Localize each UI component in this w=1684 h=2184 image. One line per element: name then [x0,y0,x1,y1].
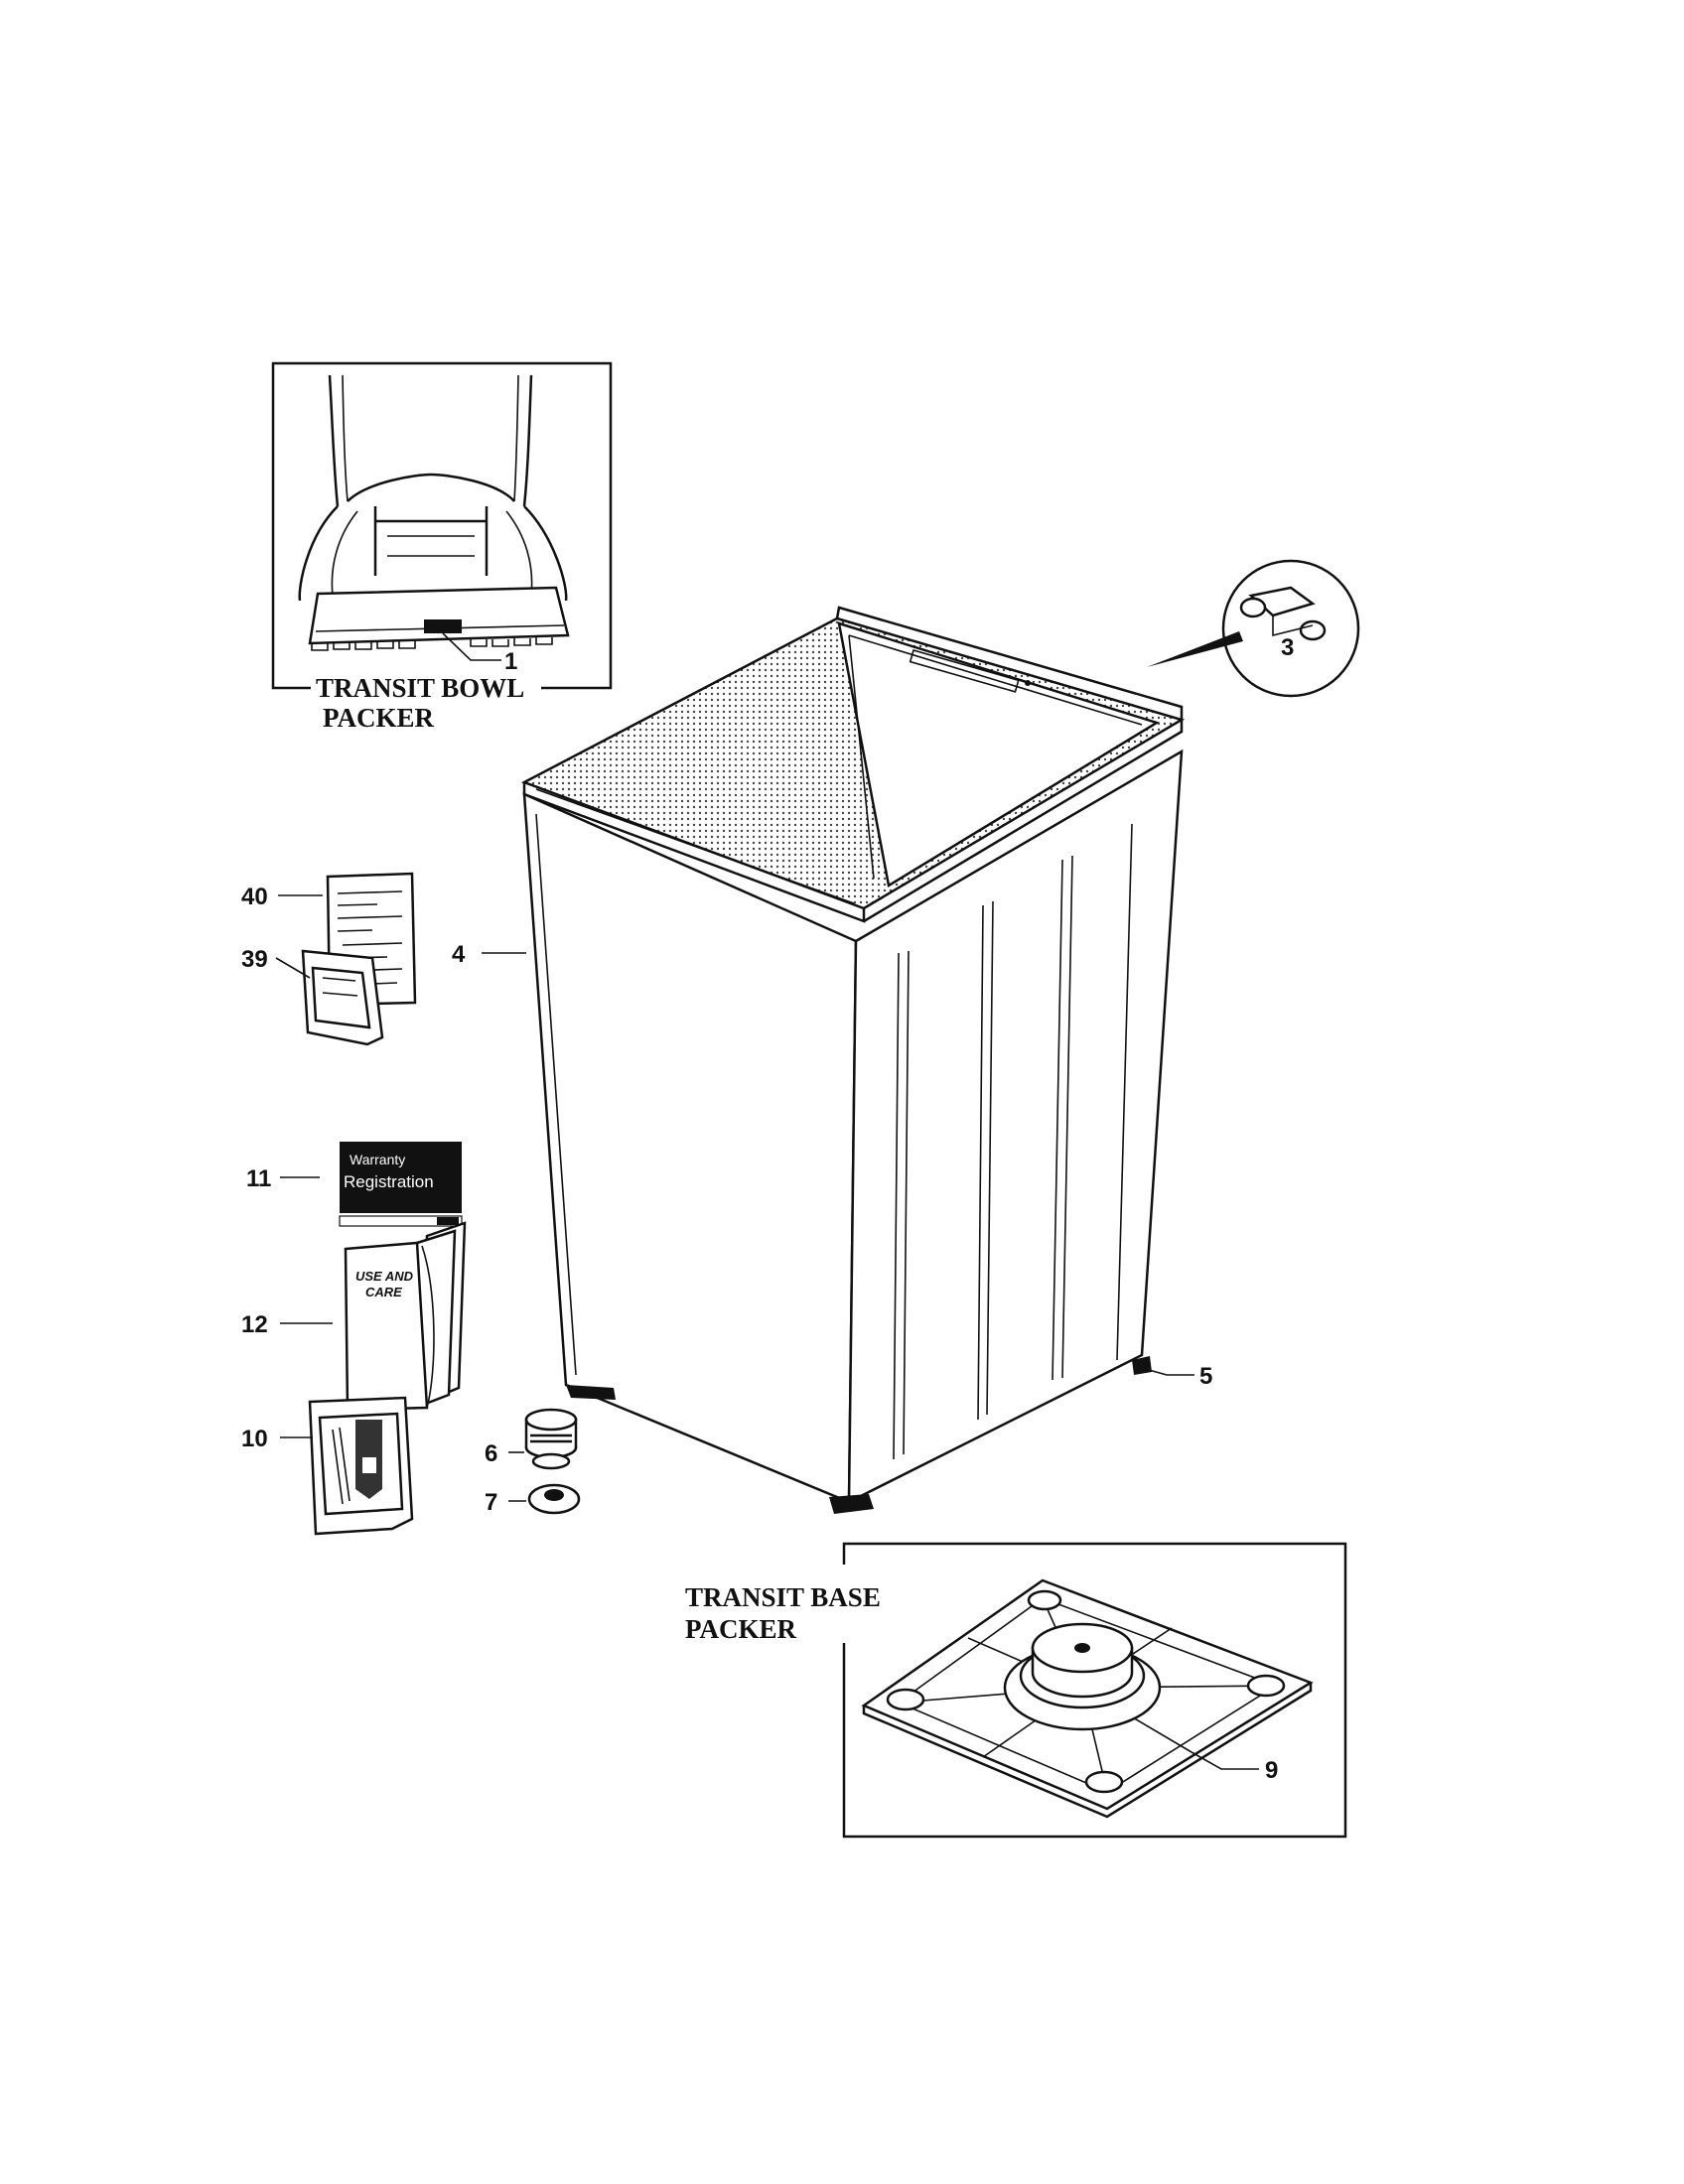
callout-7: 7 [485,1489,497,1516]
callout-12: 12 [241,1311,268,1338]
warranty-card-part-11: Warranty Registration 11 [246,1142,463,1227]
manual-part-12: USE AND CARE 12 [241,1221,467,1412]
clip-detail-circle [1221,559,1360,698]
transit-base-packer-inset: TRANSIT BASE PACKER 9 [685,1542,1347,1839]
base-inset-frame [842,1542,1347,1839]
warranty-card [340,1142,462,1213]
inset-frame [271,361,613,690]
clip-part-3: 3 [1147,559,1360,698]
callout-1: 1 [504,648,517,675]
callout-9: 9 [1265,1757,1278,1784]
manual-title-2: CARE [365,1285,402,1299]
tub-walls [328,374,533,507]
washer-part-7: 7 [485,1483,581,1516]
packer-center-block [424,619,462,633]
callout-10: 10 [241,1426,268,1452]
base-packer-caption-2: PACKER [685,1614,796,1644]
packer-board [308,586,570,645]
callout-11: 11 [246,1165,271,1192]
cabinet-opening [837,621,1161,888]
leader-3 [1147,631,1243,667]
bag-part-39: 39 [241,946,384,1046]
leader-9 [1191,1751,1259,1770]
packer-teeth [311,637,553,651]
cabinet-foot-front [829,1494,874,1514]
cabinet-foot-right [1132,1356,1152,1375]
cabinet-part-4: 4 5 [452,606,1212,1514]
warranty-card-line-2: Registration [344,1172,434,1191]
callout-39: 39 [241,946,268,973]
bowl-packer-caption-2: PACKER [323,703,434,733]
base-packer-caption-1: TRANSIT BASE [685,1582,881,1612]
plug-part-6: 6 [485,1408,578,1470]
leader-5 [1141,1367,1194,1376]
callout-40: 40 [241,884,268,910]
callout-3: 3 [1281,634,1294,661]
callout-5: 5 [1199,1363,1212,1390]
bag-part-10: 10 [241,1396,414,1536]
leader-1 [442,632,501,661]
cabinet-right-side [847,749,1184,1505]
bowl-packer-caption-1: TRANSIT BOWL [316,673,524,703]
cabinet-foot-left [566,1385,616,1400]
leader-39 [275,957,311,979]
callout-4: 4 [452,941,466,968]
cabinet-ribs [893,823,1133,1460]
callout-6: 6 [485,1440,497,1467]
manual-title-1: USE AND [355,1269,414,1284]
transit-bowl-packer-inset: 1 TRANSIT BOWL PACKER [271,361,613,733]
warranty-card-line-1: Warranty [350,1152,405,1167]
bowl [298,505,568,602]
